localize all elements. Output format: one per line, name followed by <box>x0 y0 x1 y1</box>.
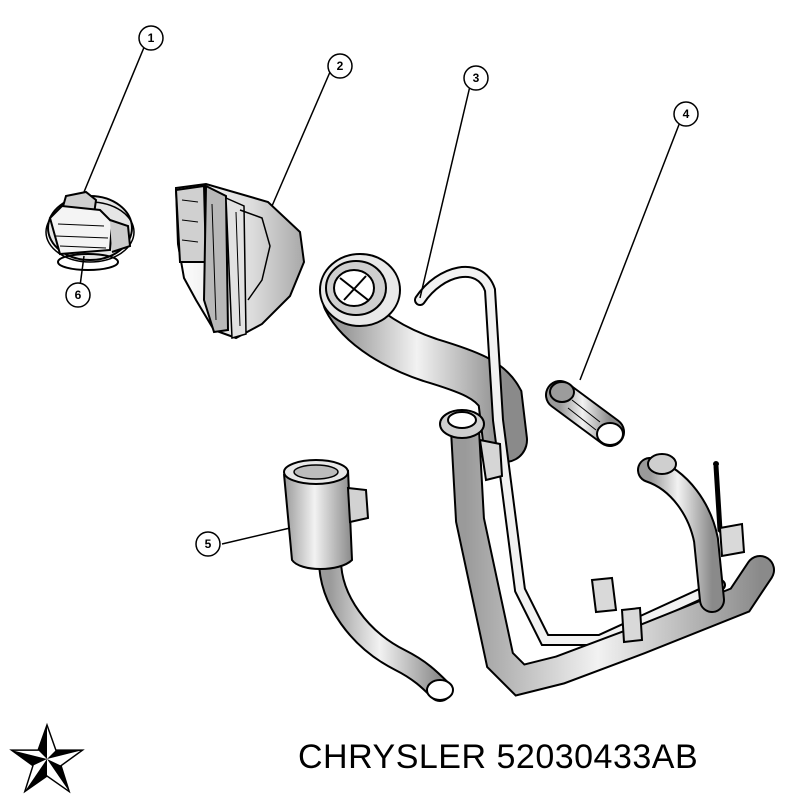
callout-6-label: 6 <box>75 288 82 302</box>
fuel-filler-tube-part <box>319 253 775 697</box>
chrysler-pentastar-icon <box>9 722 85 794</box>
callout-3-label: 3 <box>473 71 480 85</box>
callout-1: 1 <box>138 25 164 51</box>
fuel-filler-housing-part <box>174 182 306 340</box>
leader-lines <box>79 44 681 545</box>
callout-2-label: 2 <box>337 59 344 73</box>
callout-1-label: 1 <box>148 31 155 45</box>
part-number: 52030433AB <box>496 738 699 776</box>
callout-4-label: 4 <box>683 107 690 121</box>
brand-name: CHRYSLER <box>298 738 487 776</box>
callout-5: 5 <box>195 531 221 557</box>
callout-3: 3 <box>463 65 489 91</box>
hose-part <box>545 380 625 447</box>
canister-part <box>283 459 454 702</box>
part-caption: CHRYSLER 52030433AB <box>298 738 698 777</box>
callout-6: 6 <box>65 282 91 308</box>
fuel-cap-part <box>45 190 135 271</box>
callout-2: 2 <box>327 53 353 79</box>
callout-4: 4 <box>673 101 699 127</box>
callout-5-label: 5 <box>205 537 212 551</box>
